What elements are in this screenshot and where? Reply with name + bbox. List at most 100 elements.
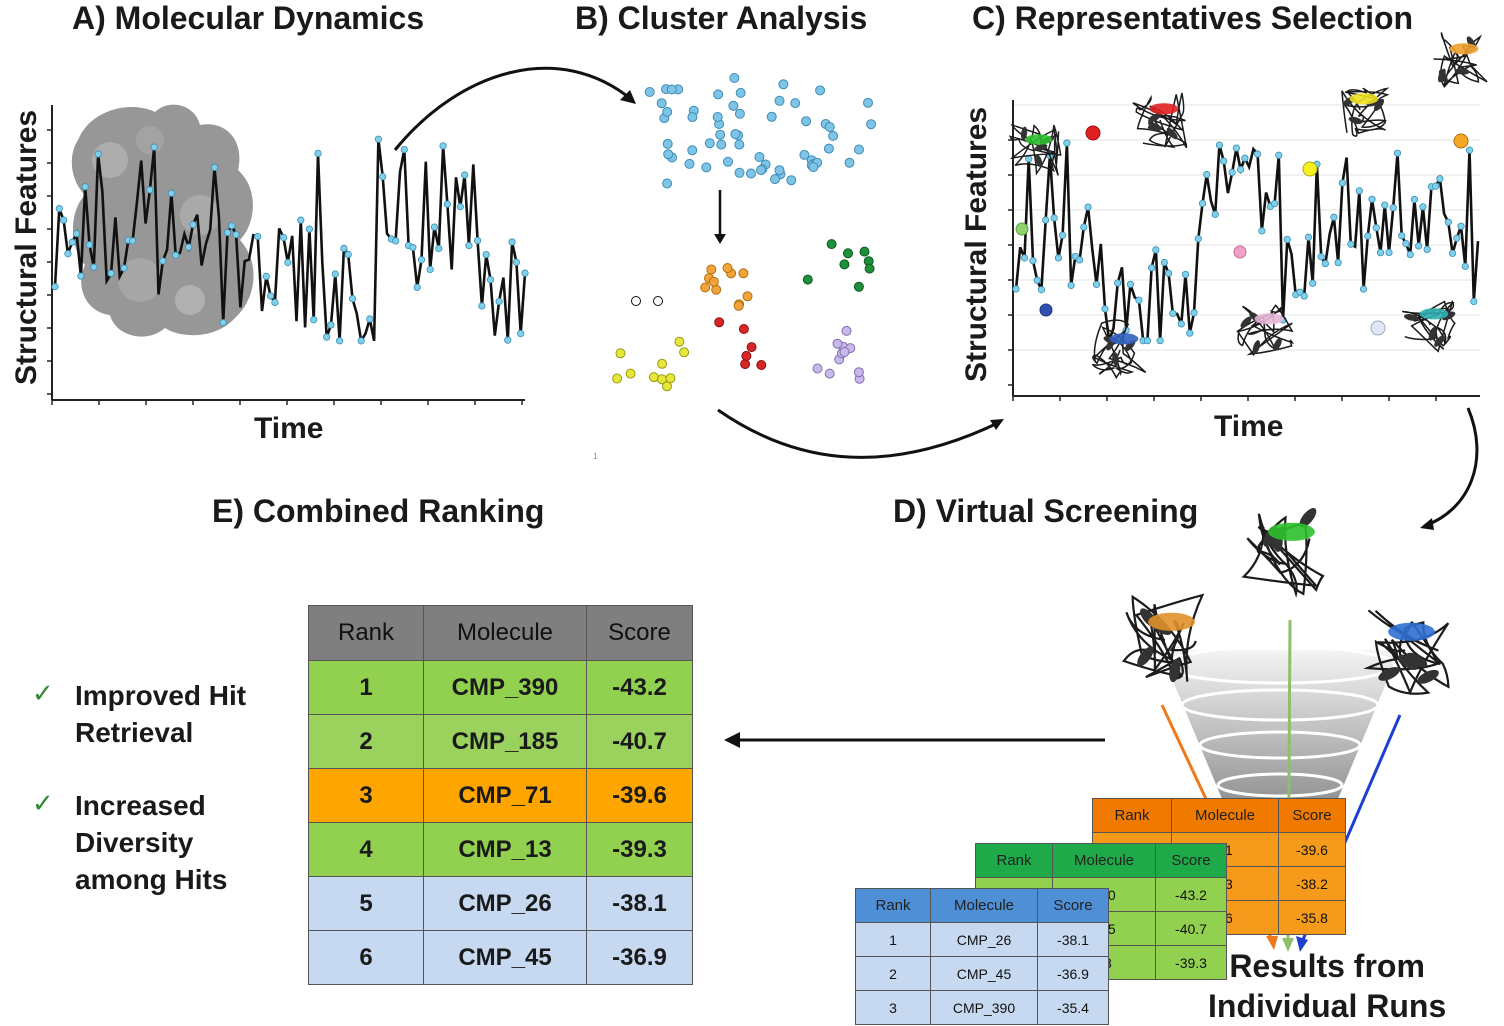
green-cluster-point (864, 263, 875, 274)
blue-th-score: Score (1037, 888, 1109, 923)
purple-cluster-point (839, 347, 850, 357)
c-traj-point (1114, 279, 1122, 287)
c-traj-point (1432, 182, 1440, 190)
panel-e-title: E) Combined Ranking (212, 493, 545, 529)
unclustered-point (663, 149, 674, 160)
blue-cell: -38.1 (1037, 922, 1109, 957)
c-traj-point (1092, 280, 1101, 289)
yellow-cluster-point (615, 348, 626, 359)
combined-cell-score: -43.2 (586, 660, 693, 715)
orange-cluster-point (733, 300, 744, 311)
blue-cell: -35.4 (1037, 990, 1109, 1025)
c-traj-point (1385, 248, 1393, 257)
a-traj-point (228, 222, 236, 230)
c-traj-point (1063, 139, 1071, 147)
c-traj-point (1406, 250, 1414, 259)
a-traj-point (254, 232, 262, 241)
orange-cell: -35.8 (1278, 900, 1346, 935)
a-traj-point (495, 297, 503, 306)
unclustered-point (815, 85, 826, 96)
unclustered-point (687, 112, 698, 123)
unclustered-point (684, 158, 695, 169)
c-traj-point (1393, 149, 1402, 157)
white-cluster-point (653, 296, 663, 306)
unclustered-point (746, 168, 756, 179)
a-traj-point (77, 272, 85, 280)
a-traj-point (172, 251, 180, 259)
unclustered-point (723, 156, 733, 167)
a-traj-point (331, 270, 339, 278)
a-traj-point (443, 200, 451, 208)
a-traj-point (210, 163, 219, 172)
c-traj-point (1054, 254, 1062, 262)
c-traj-point (1135, 296, 1143, 304)
unclustered-point (704, 138, 715, 149)
c-traj-point (1444, 218, 1452, 226)
purple-cluster-point (812, 363, 823, 374)
a-traj-point (64, 250, 72, 258)
c-traj-point (1186, 329, 1194, 337)
unclustered-point (756, 165, 766, 176)
red-cluster-point (741, 350, 752, 361)
unclustered-point (866, 119, 877, 130)
combined-cell-molecule: CMP_13 (423, 822, 587, 877)
panel-b-title: B) Cluster Analysis (575, 0, 868, 36)
a-traj-point (297, 216, 305, 224)
unclustered-point (687, 145, 698, 156)
c-traj-point (1372, 224, 1380, 232)
combined-th-rank: Rank (308, 605, 424, 661)
protein-blue-screen-icon (1363, 609, 1450, 696)
arrow-b-to-c (717, 408, 1004, 459)
yellow-cluster-point (665, 373, 676, 384)
green-cluster-point (859, 246, 870, 257)
a-traj-point (266, 292, 275, 300)
a-trajectory-points (51, 135, 529, 345)
a-traj-point (379, 173, 387, 181)
a-traj-point (150, 143, 158, 151)
unclustered-point (701, 162, 712, 173)
page-marker: 1 (593, 452, 598, 461)
check-icon: ✓ (32, 678, 54, 708)
a-axis-ticks (47, 129, 523, 405)
panel-c-title: C) Representatives Selection (972, 0, 1414, 36)
c-traj-point (1232, 144, 1241, 152)
blue-cell: 2 (855, 956, 931, 991)
unclustered-point (828, 130, 839, 141)
c-traj-point (1436, 175, 1444, 183)
a-traj-point (357, 337, 365, 345)
combined-cell-score: -40.7 (586, 714, 693, 769)
a-traj-point (392, 237, 400, 245)
a-x-axis-label: Time (254, 412, 324, 445)
arrow-c-to-d (1420, 407, 1479, 530)
c-axis-ticks (1008, 139, 1437, 401)
green-th-score: Score (1155, 843, 1227, 878)
orange-th-score: Score (1278, 798, 1346, 833)
panel-a-title: A) Molecular Dynamics (72, 0, 425, 36)
a-traj-point (81, 183, 89, 191)
rep-point-yellow (1302, 161, 1318, 177)
orange-cluster-point (708, 276, 719, 287)
blue-cell: CMP_26 (930, 922, 1038, 957)
c-x-axis-label: Time (1214, 410, 1284, 443)
a-traj-point (305, 225, 314, 233)
unclustered-point (644, 87, 655, 97)
a-traj-point (68, 238, 76, 246)
yellow-cluster-point (625, 368, 636, 379)
rep-point-lavender (1370, 320, 1386, 336)
c-traj-point (1211, 210, 1219, 218)
c-traj-point (1164, 269, 1173, 277)
cluster-down-arrowhead (714, 234, 726, 244)
a-traj-point (51, 283, 59, 291)
c-traj-point (1283, 235, 1291, 244)
c-traj-point (1156, 337, 1164, 345)
a-traj-point (167, 189, 176, 197)
a-traj-point (435, 244, 443, 253)
a-traj-point (185, 243, 193, 251)
c-traj-point (1347, 240, 1355, 248)
green-cell: -40.7 (1155, 911, 1227, 946)
a-traj-point (335, 337, 344, 345)
red-cluster-point (738, 324, 749, 334)
unclustered-point (662, 138, 673, 149)
